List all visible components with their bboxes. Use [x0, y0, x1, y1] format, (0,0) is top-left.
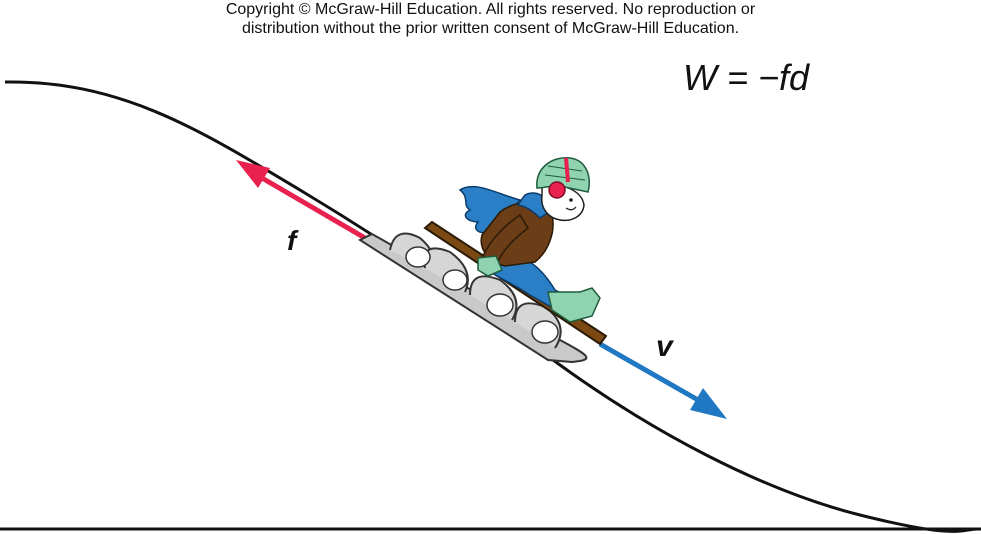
- copyright-line-2: distribution without the prior written c…: [241, 20, 740, 37]
- sledding-child-figure: [458, 157, 601, 323]
- friction-label: f: [287, 225, 299, 256]
- copyright-notice: Copyright © McGraw-Hill Education. All r…: [0, 0, 981, 38]
- velocity-label: v: [656, 330, 675, 363]
- friction-arrow: [236, 160, 367, 241]
- velocity-arrow: [598, 341, 727, 419]
- copyright-line-1: Copyright © McGraw-Hill Education. All r…: [225, 1, 756, 18]
- work-equation: W = −fd: [683, 57, 810, 98]
